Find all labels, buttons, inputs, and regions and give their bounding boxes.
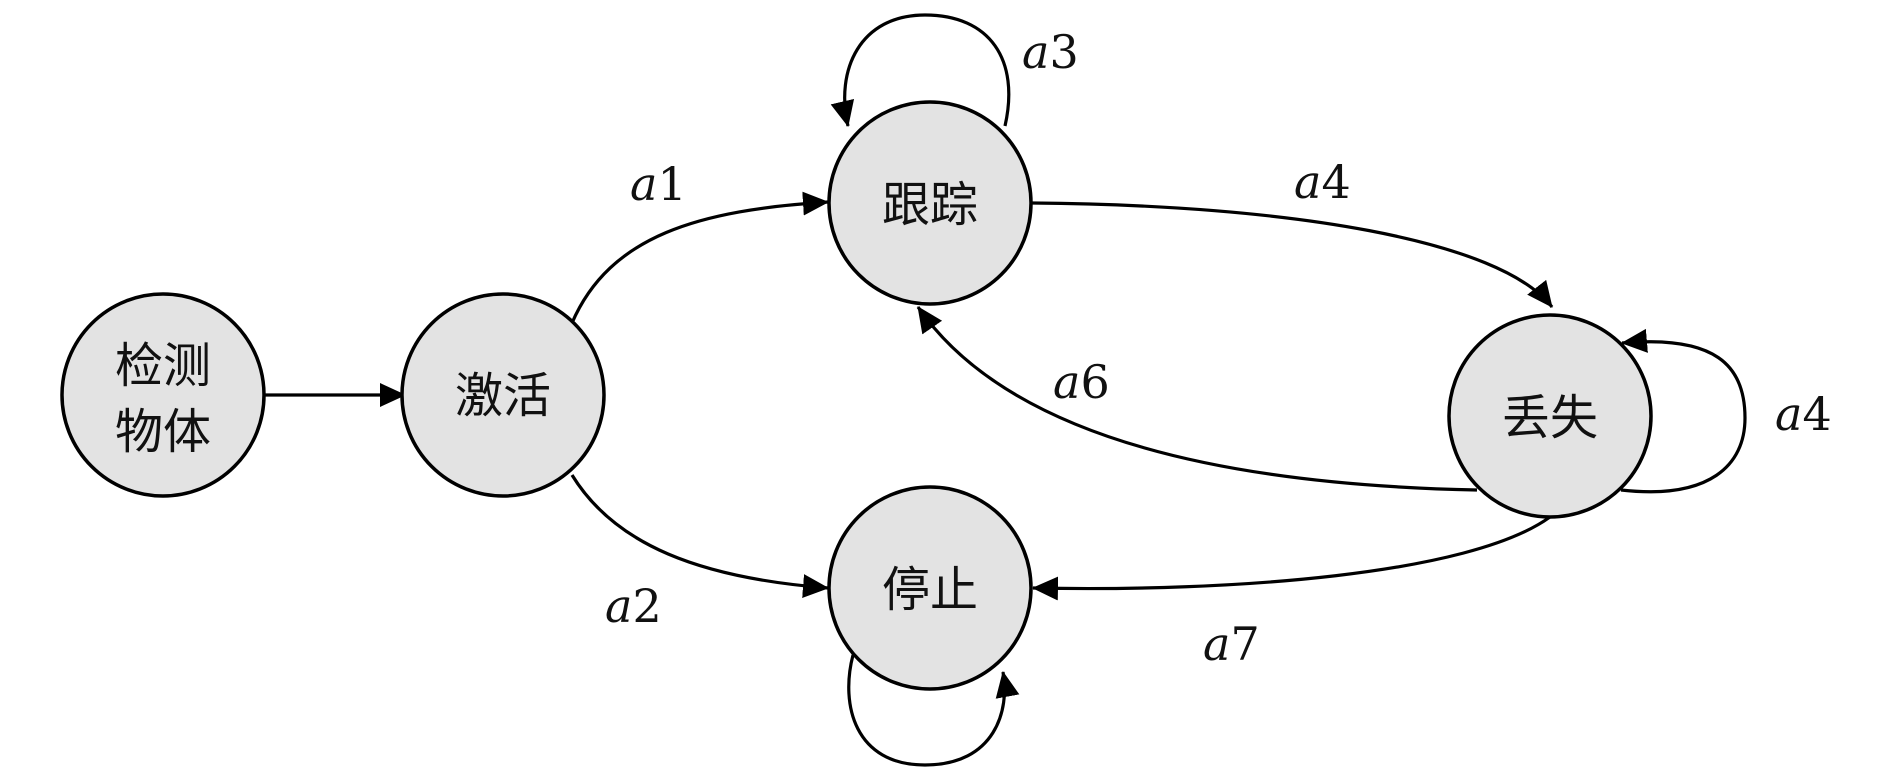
edge-a4 — [1031, 201, 1554, 308]
edge-label-a7: a7 — [1203, 617, 1260, 671]
edge-label-a4-loop: a4 — [1775, 387, 1832, 441]
node-detect-object: 检测 物体 — [60, 292, 266, 498]
edge-stop-loop — [847, 654, 1020, 767]
node-track: 跟踪 — [827, 100, 1033, 306]
edge-label-a3: a3 — [1022, 25, 1079, 79]
node-lost-label: 丢失 — [1502, 390, 1598, 446]
node-track-label: 跟踪 — [882, 177, 978, 233]
edge-a6 — [916, 306, 1478, 492]
node-activate: 激活 — [400, 292, 606, 498]
edge-a2 — [570, 474, 829, 599]
node-stop-label: 停止 — [882, 562, 978, 618]
edges — [264, 13, 1747, 767]
edge-a1 — [570, 191, 829, 324]
node-lost: 丢失 — [1447, 313, 1653, 519]
edge-labels: a1 a2 a3 a4 a4 a6 a7 — [605, 25, 1832, 671]
edge-label-a1: a1 — [630, 157, 687, 211]
edge-label-a2: a2 — [605, 579, 662, 633]
edge-a7 — [1032, 515, 1551, 601]
node-detect-label-line1: 检测 — [115, 338, 211, 394]
edge-a3-loop — [830, 13, 1011, 127]
node-activate-label: 激活 — [455, 368, 551, 424]
node-detect-label-line2: 物体 — [115, 404, 211, 460]
node-stop: 停止 — [827, 485, 1033, 691]
edge-label-a6: a6 — [1053, 355, 1110, 409]
edge-label-a4-top: a4 — [1294, 155, 1351, 209]
edge-a4-loop — [1620, 328, 1747, 494]
